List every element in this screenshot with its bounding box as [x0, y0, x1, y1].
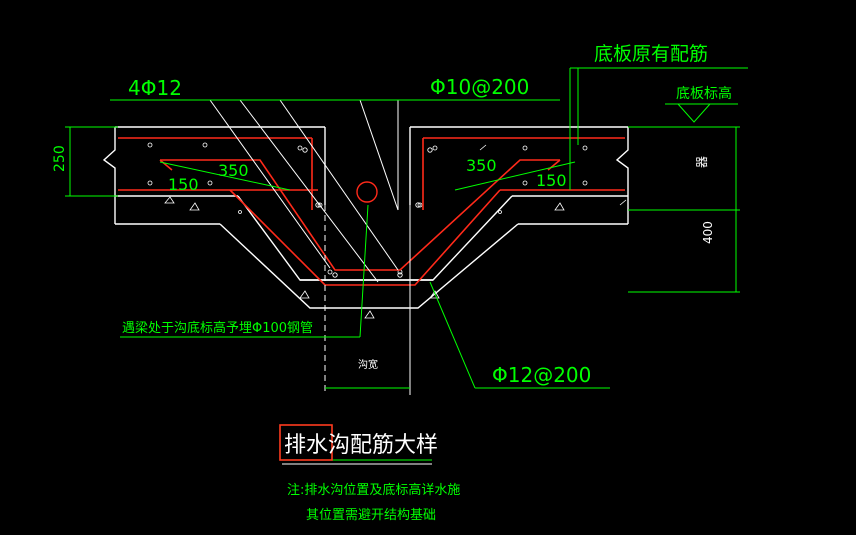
label-dim-350-right: 350 [466, 156, 497, 175]
label-pipe-note: 遇梁处于沟底标高予埋Φ100钢管 [122, 320, 313, 336]
label-dim-350-left: 350 [218, 161, 249, 180]
title-highlight-box [279, 424, 333, 461]
label-rebar-top: 4Φ12 [128, 76, 182, 100]
drawing-title: 排水沟配筋大样 [284, 433, 438, 458]
note-line-2: 其位置需避开结构基础 [306, 508, 436, 523]
label-right-dim-mark: 器 [695, 156, 709, 168]
label-dim-150-right: 150 [536, 171, 567, 190]
dimension-lines [65, 67, 748, 465]
label-slab-elevation: 底板标高 [676, 85, 732, 102]
label-dim-150-left: 150 [168, 175, 199, 194]
label-slab-original-rebar: 底板原有配筋 [594, 43, 708, 65]
label-thickness-250: 250 [52, 145, 68, 172]
leader-lines-white [209, 99, 411, 395]
rebar-dots [302, 147, 433, 278]
rebar-lines [118, 137, 625, 286]
note-line-1: 注:排水沟位置及底标高详水施 [287, 482, 460, 498]
concrete-hatch [147, 142, 627, 319]
concrete-outline [102, 126, 629, 309]
pipe-icon [356, 181, 378, 203]
label-trench-width: 沟宽 [358, 358, 378, 371]
label-rebar-stirrup: Φ10@200 [430, 75, 529, 99]
label-dim-400: 400 [701, 221, 715, 244]
label-rebar-bottom: Φ12@200 [492, 363, 591, 387]
